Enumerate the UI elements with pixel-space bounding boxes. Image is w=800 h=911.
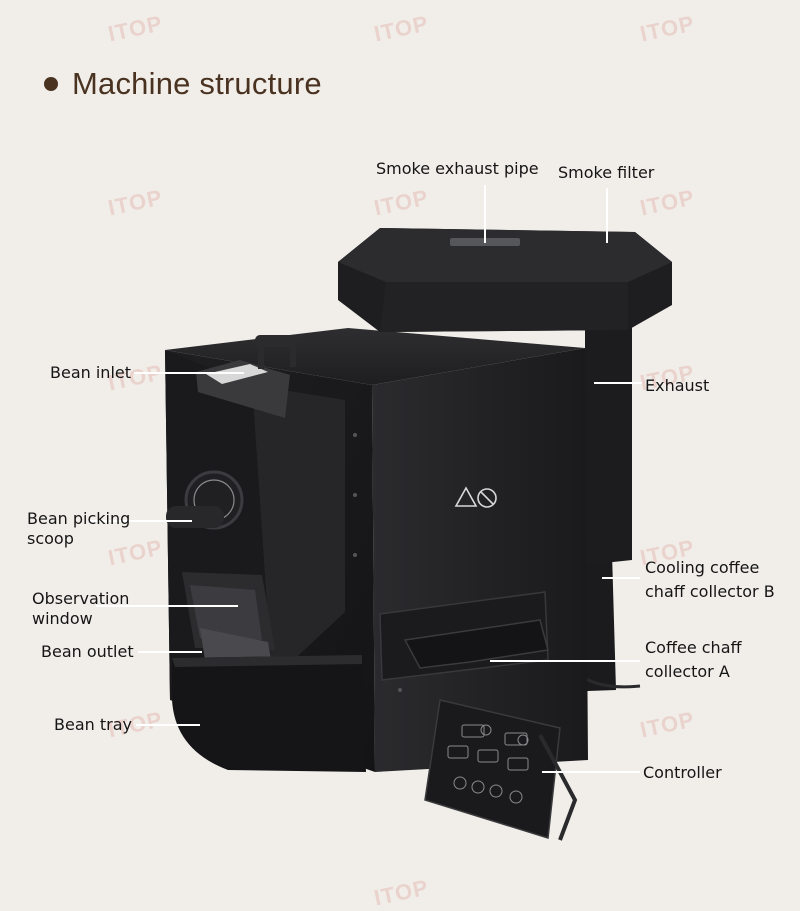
label-line: Bean picking	[27, 509, 131, 528]
label-bean-picking-scoop: Bean picking scoop	[27, 509, 130, 549]
label-line: Cooling coffee	[645, 558, 760, 577]
label-line: scoop	[27, 529, 74, 548]
label-bean-outlet: Bean outlet	[41, 642, 134, 661]
label-bean-inlet: Bean inlet	[50, 363, 131, 382]
exhaust-column	[585, 326, 632, 565]
label-coffee-chaff-collector-a: Coffee chaff collector A	[645, 638, 742, 682]
page-title-text: Machine structure	[72, 66, 322, 101]
bean-picking-scoop-handle	[166, 506, 224, 528]
chaff-drawer-handle	[403, 619, 549, 669]
main-body-right	[372, 348, 588, 772]
label-exhaust: Exhaust	[645, 376, 710, 395]
label-line: window	[32, 609, 93, 628]
label-smoke-exhaust-pipe: Smoke exhaust pipe	[376, 159, 539, 178]
label-line: Coffee chaff	[645, 638, 742, 657]
leader-bean-tray	[136, 724, 200, 726]
leader-smoke-exhaust-pipe	[484, 185, 486, 243]
leader-observation-window	[96, 605, 238, 607]
label-observation-window: Observation window	[32, 589, 129, 629]
bean-inlet-handle	[255, 335, 299, 347]
leader-smoke-filter	[606, 188, 608, 243]
page-title: Machine structure	[44, 66, 322, 102]
leader-cooling-collector	[602, 577, 640, 579]
bean-tray	[172, 655, 366, 772]
leader-bean-inlet	[134, 372, 244, 374]
label-line: collector A	[645, 662, 730, 681]
warning-icon	[454, 486, 497, 508]
leader-chaff-collector-a	[490, 660, 640, 662]
label-line: chaff collector B	[645, 582, 775, 601]
label-cooling-collector-b: Cooling coffee chaff collector B	[645, 558, 775, 602]
controller-panel	[424, 699, 561, 839]
bullet-dot	[44, 77, 58, 91]
bean-outlet-chute	[200, 628, 272, 665]
leader-bean-picking-scoop	[88, 520, 192, 522]
label-line: Observation	[32, 589, 130, 608]
label-bean-tray: Bean tray	[54, 715, 132, 734]
label-smoke-filter: Smoke filter	[558, 163, 655, 182]
leader-bean-outlet	[138, 651, 202, 653]
label-controller: Controller	[643, 763, 722, 782]
leader-controller	[542, 771, 640, 773]
leader-exhaust	[594, 382, 642, 384]
